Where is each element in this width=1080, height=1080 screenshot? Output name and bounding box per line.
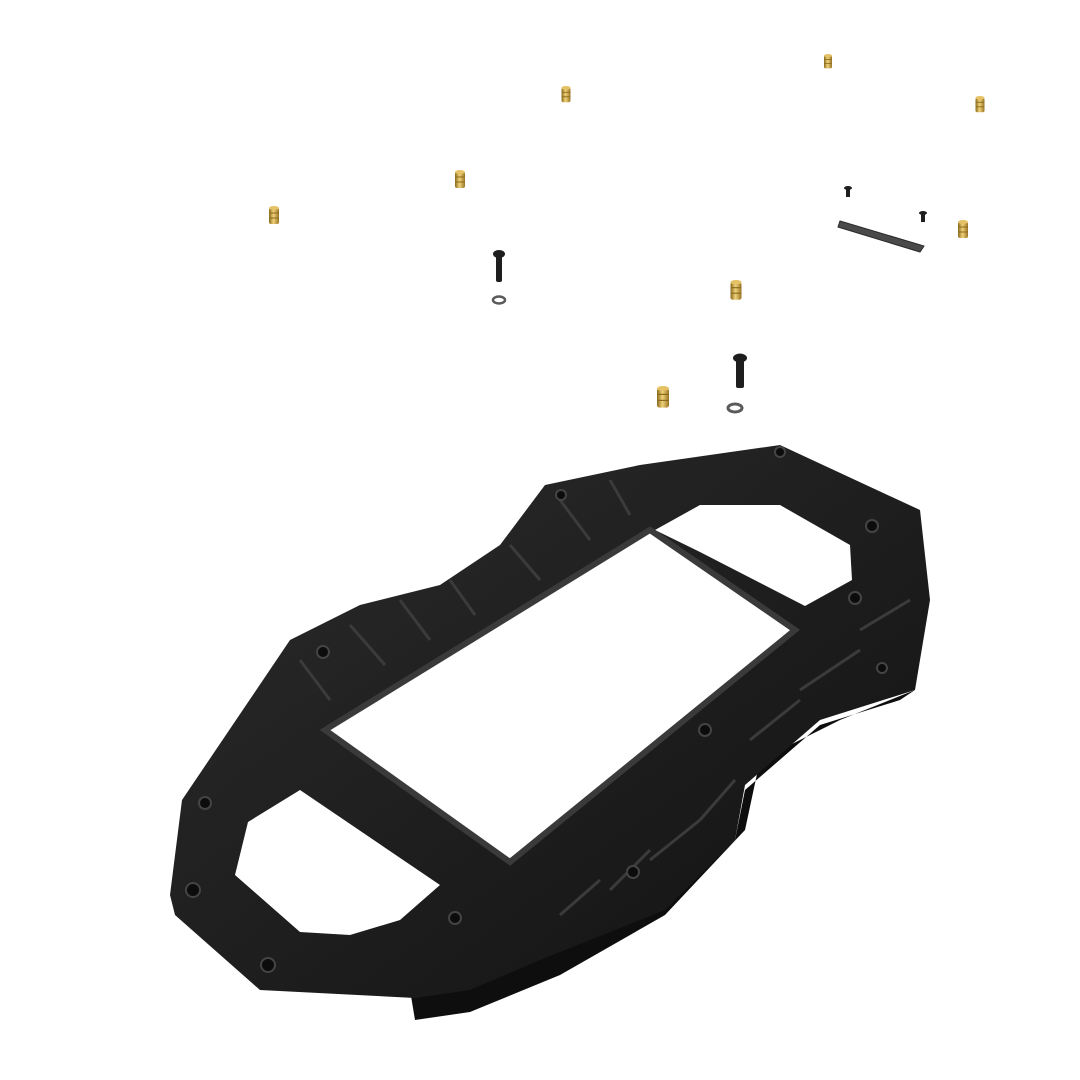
brass-insert bbox=[730, 280, 742, 300]
frame-ribs bbox=[298, 479, 911, 917]
bracket bbox=[837, 186, 927, 253]
washer-2 bbox=[726, 402, 744, 414]
brass-insert bbox=[455, 170, 465, 188]
brass-insert bbox=[975, 96, 985, 113]
brass-insert bbox=[958, 220, 968, 238]
washer-1 bbox=[491, 295, 507, 305]
brass-insert bbox=[656, 386, 670, 408]
bracket-screw-right bbox=[919, 211, 927, 222]
frame-bosses bbox=[185, 446, 888, 973]
housing-frame bbox=[170, 445, 930, 1020]
long-screw-2 bbox=[726, 353, 747, 414]
brass-inserts bbox=[269, 54, 985, 408]
bracket-screw-left bbox=[844, 186, 852, 197]
brass-insert bbox=[269, 206, 279, 224]
frame-inner-rim bbox=[319, 526, 800, 866]
bracket-plate bbox=[837, 220, 925, 253]
brass-insert bbox=[561, 86, 571, 103]
brass-insert bbox=[823, 54, 833, 69]
long-screw-1 bbox=[491, 250, 507, 305]
frame-body bbox=[170, 445, 930, 998]
